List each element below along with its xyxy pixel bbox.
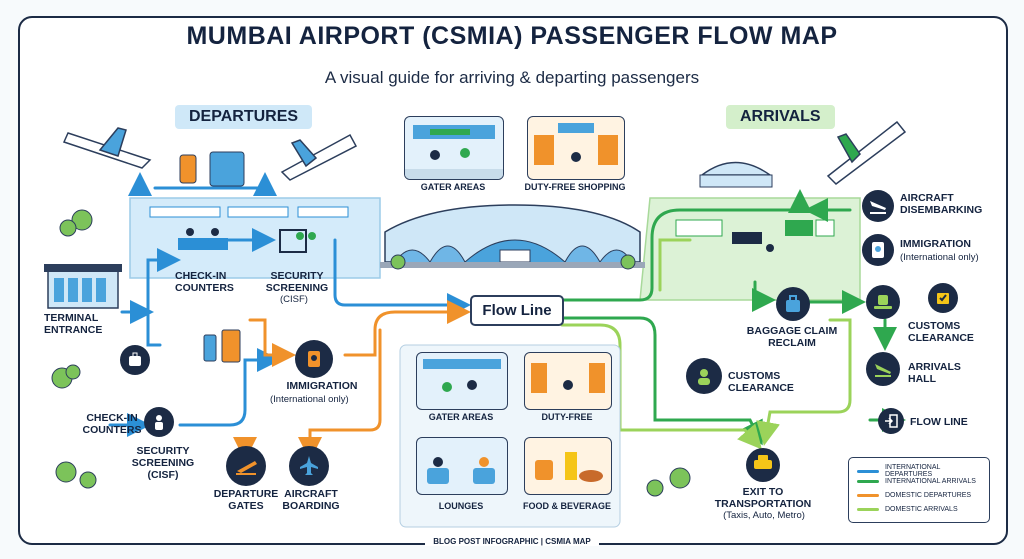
customs-officer-icon (686, 358, 722, 394)
flow-line-box: Flow Line (470, 295, 564, 326)
exit-transportation-sub: (Taxis, Auto, Metro) (723, 510, 805, 521)
lounges-card (416, 437, 508, 495)
passport-arrivals-icon (862, 234, 894, 266)
legend-item: DOMESTIC DEPARTURES (857, 492, 971, 499)
legend-item-label: DOMESTIC DEPARTURES (885, 492, 972, 499)
arrivals-header: ARRIVALS (726, 105, 835, 129)
security-screening-top-sub: (CISF) (280, 294, 308, 305)
gate-areas-caption: GATER AREAS (420, 182, 486, 192)
departures-hall (129, 197, 381, 279)
plane-icon (62, 120, 907, 185)
gate-areas-card (404, 116, 504, 180)
security-screening-left-label: SECURITY SCREENING (CISF) (131, 445, 195, 481)
flow-line-right-label: FLOW LINE (910, 416, 968, 428)
disembark-icon (862, 190, 894, 222)
page-subtitle: A visual guide for arriving & departing … (324, 68, 700, 87)
passport-icon (295, 340, 333, 378)
gate-areas-caption-2: GATER AREAS (428, 412, 494, 422)
departure-gates-label: DEPARTURE GATES (213, 488, 279, 512)
terminal-entrance-building (44, 264, 122, 309)
departure-gates-icon (226, 446, 266, 486)
arrivals-hall (639, 197, 861, 301)
lounges-caption: LOUNGES (438, 501, 484, 511)
aircraft-boarding-icon (289, 446, 329, 486)
aircraft-boarding-label: AIRCRAFT BOARDING (282, 488, 340, 512)
security-icon (144, 407, 174, 437)
arrivals-hall-label: ARRIVALS HALL (908, 361, 961, 385)
gate-areas-card-2 (416, 352, 508, 410)
check-in-counters-left-label: CHECK-IN COUNTERS (82, 412, 142, 436)
arrivals-hall-icon (866, 352, 900, 386)
check-in-icon (120, 345, 150, 375)
arrivals-terminal-building (699, 161, 773, 188)
baggage-claim-label: BAGGAGE CLAIM RECLAIM (746, 325, 838, 349)
legend-item-label: DOMESTIC ARRIVALS (885, 506, 958, 513)
food-beverage-card (524, 437, 612, 495)
taxi-icon (746, 448, 780, 482)
tree-icon (51, 209, 691, 497)
luggage-icon (179, 151, 245, 363)
intl-arrivals-flow (560, 189, 906, 446)
immigration-departures-sub: (International only) (270, 394, 349, 405)
footer: BLOG POST INFOGRAPHIC | CSMIA MAP (0, 537, 1024, 546)
duty-free-card (524, 352, 612, 410)
duty-free-caption: DUTY-FREE (541, 412, 593, 422)
page-title: MUMBAI AIRPORT (CSMIA) PASSENGER FLOW MA… (186, 22, 838, 50)
security-screening-top-label: SECURITY SCREENING (265, 270, 329, 294)
immigration-arrivals-sub: (International only) (900, 252, 979, 263)
customs-icon (928, 283, 958, 313)
immigration-departures-label: IMMIGRATION (286, 380, 358, 392)
intl-departures-flow (108, 172, 471, 437)
baggage-icon (776, 287, 810, 321)
terminal-entrance-label: TERMINAL ENTRANCE (44, 312, 103, 336)
legend-item: INTERNATIONAL ARRIVALS (857, 478, 976, 485)
aircraft-disembarking-label: AIRCRAFT DISEMBARKING (900, 192, 983, 216)
legend-item: DOMESTIC ARRIVALS (857, 506, 958, 513)
legend: INTERNATIONAL DEPARTURES INTERNATIONAL A… (848, 457, 990, 523)
baggage-belt-icon (866, 285, 900, 319)
check-in-counters-top-label: CHECK-IN COUNTERS (175, 270, 234, 294)
legend-item-label: INTERNATIONAL DEPARTURES (884, 464, 941, 478)
immigration-arrivals-label: IMMIGRATION (900, 238, 971, 250)
duty-free-shopping-caption: DUTY-FREE SHOPPING (524, 182, 626, 192)
legend-item: INTERNATIONAL DEPARTURES (857, 464, 989, 478)
customs-clearance-center-label: CUSTOMS CLEARANCE (728, 370, 794, 394)
exit-icon (878, 408, 904, 434)
legend-item-label: INTERNATIONAL ARRIVALS (885, 478, 976, 485)
customs-clearance-right-label: CUSTOMS CLEARANCE (908, 320, 974, 344)
footer-text: BLOG POST INFOGRAPHIC | CSMIA MAP (425, 537, 599, 546)
food-beverage-caption: FOOD & BEVERAGE (522, 501, 611, 511)
exit-transportation-label: EXIT TO TRANSPORTATION (714, 486, 812, 510)
departures-header: DEPARTURES (175, 105, 313, 129)
duty-free-shopping-card (527, 116, 625, 180)
terminal-building (380, 204, 645, 268)
